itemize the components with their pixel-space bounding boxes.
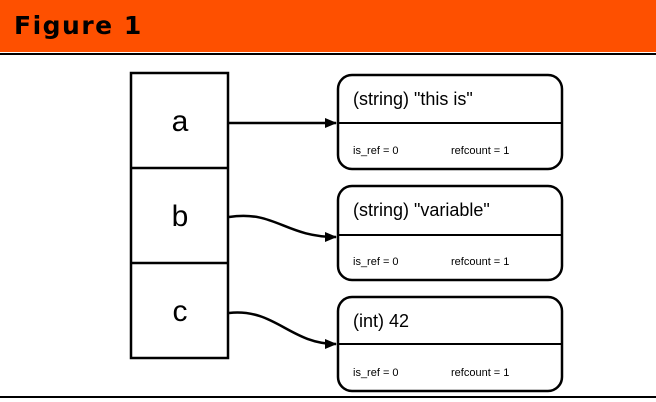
variable-name: c bbox=[173, 295, 188, 328]
bottom-rule bbox=[0, 396, 656, 398]
zval-box: (string) "variable" is_ref = 0 refcount … bbox=[336, 184, 564, 282]
zval-refcount: refcount = 1 bbox=[451, 256, 509, 268]
top-rule bbox=[0, 53, 656, 55]
pointer-arrow bbox=[228, 311, 337, 349]
variable-table: a b c bbox=[129, 71, 230, 360]
arrows bbox=[228, 118, 337, 349]
zval-value: (string) "variable" bbox=[353, 200, 490, 220]
variable-name: b bbox=[172, 200, 189, 233]
figure-title: Figure 1 bbox=[14, 11, 143, 40]
pointer-arrow bbox=[228, 214, 337, 242]
variable-table-border bbox=[129, 71, 230, 360]
variable-name: a bbox=[172, 105, 189, 138]
zval-is-ref: is_ref = 0 bbox=[353, 367, 399, 379]
zval-value: (string) "this is" bbox=[353, 89, 473, 109]
zval-is-ref: is_ref = 0 bbox=[353, 256, 399, 268]
figure-header: Figure 1 bbox=[0, 0, 656, 52]
zval-box: (int) 42 is_ref = 0 refcount = 1 bbox=[336, 295, 564, 393]
zval-box: (string) "this is" is_ref = 0 refcount =… bbox=[336, 73, 564, 171]
zval-refcount: refcount = 1 bbox=[451, 145, 509, 157]
zval-box-border bbox=[336, 184, 564, 282]
zval-refcount: refcount = 1 bbox=[451, 367, 509, 379]
zval-is-ref: is_ref = 0 bbox=[353, 145, 399, 157]
zval-value: (int) 42 bbox=[353, 311, 409, 331]
